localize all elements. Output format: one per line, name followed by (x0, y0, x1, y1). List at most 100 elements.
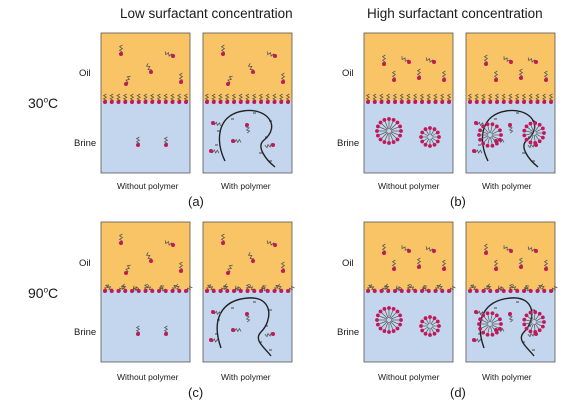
surfactant-molecule (103, 284, 109, 293)
surfactant-head (488, 100, 493, 104)
surfactant-head (406, 289, 411, 293)
surfactant-head (428, 333, 432, 337)
surfactant-head (391, 140, 396, 144)
surfactant-head (386, 100, 391, 104)
surfactant-head (498, 326, 502, 331)
surfactant-head (490, 143, 495, 148)
surfactant-molecule (280, 72, 286, 84)
surfactant-head (376, 133, 380, 138)
caption-without-polymer: Without polymer (378, 181, 440, 191)
brine-phase (101, 290, 190, 362)
surfactant-molecule (178, 261, 184, 273)
caption-with-polymer: With polymer (482, 181, 532, 191)
micelle (522, 121, 546, 145)
surfactant-molecule (135, 136, 141, 147)
panel-border (363, 221, 454, 363)
surfactant-head (524, 137, 529, 142)
panel-label-b: (b) (450, 194, 466, 209)
surfactant-molecule (170, 284, 178, 293)
surfactant-molecule (474, 121, 484, 127)
surfactant-head (522, 100, 526, 104)
surfactant-head (423, 331, 428, 336)
surfactant-molecule (145, 252, 153, 263)
surfactant-molecule (205, 284, 211, 293)
surfactant-molecule (486, 283, 493, 293)
surfactant-head (378, 326, 383, 331)
surfactant-head (522, 322, 527, 327)
panel-border (465, 221, 556, 363)
surfactant-head (420, 139, 425, 144)
surfactant-head (252, 289, 257, 293)
surfactant-head (221, 52, 225, 56)
surfactant-head (259, 100, 263, 104)
surfactant-head (391, 118, 396, 122)
surfactant-molecule (481, 285, 490, 293)
surfactant-head (485, 143, 490, 148)
surfactant-head (515, 289, 520, 293)
surfactant-molecule (183, 93, 189, 104)
brine-label: Brine (337, 138, 360, 149)
surfactant-head (535, 100, 540, 104)
surfactant-head (447, 289, 451, 293)
surfactant-molecule (163, 325, 169, 336)
surfactant-head (399, 318, 403, 322)
surfactant-head (528, 121, 533, 126)
surfactant-molecule (446, 93, 452, 104)
panel-border (465, 32, 556, 174)
surfactant-molecule (231, 93, 237, 104)
surfactant-molecule (231, 138, 242, 144)
surfactant-head (533, 141, 538, 145)
polymer-chain (472, 109, 539, 168)
surfactant-head (378, 120, 383, 125)
surfactant-molecule (420, 285, 428, 293)
surfactant-molecule (447, 285, 456, 293)
surfactant-molecule (149, 93, 155, 104)
surfactant-head (116, 289, 121, 293)
surfactant-molecule (481, 93, 486, 104)
surfactant-molecule (518, 68, 524, 80)
surfactant-head (273, 243, 277, 247)
surfactant-head (499, 133, 503, 137)
oil-phase (466, 222, 555, 290)
surfactant-molecule (220, 233, 226, 245)
surfactant-molecule (381, 54, 387, 66)
surfactant-head (417, 76, 421, 80)
micelle (375, 306, 403, 334)
surfactant-molecule (483, 243, 489, 255)
surfactant-head (481, 124, 486, 129)
surfactant-head (149, 259, 153, 263)
surfactant-head (417, 265, 421, 269)
surfactant-head (437, 324, 441, 328)
surfactant-molecule (391, 259, 397, 271)
surfactant-molecule (247, 63, 255, 74)
surfactant-head (157, 100, 161, 104)
surfactant-head (407, 249, 411, 253)
surfactant-molecule (518, 257, 524, 269)
surfactant-molecule (261, 286, 270, 293)
surfactant-head (494, 78, 498, 82)
surfactant-head (251, 70, 255, 74)
surfactant-head (494, 330, 499, 335)
surfactant-head (375, 129, 379, 133)
surfactant-head (495, 100, 499, 104)
surfactant-molecule (184, 285, 193, 293)
surfactant-molecule (488, 93, 493, 104)
surfactant-molecule (406, 283, 412, 293)
surfactant-molecule (143, 283, 149, 293)
oil-phase (101, 33, 190, 101)
brine-phase (203, 290, 292, 362)
surfactant-head (366, 289, 370, 293)
surfactant-head (170, 289, 175, 293)
panel-high-without-polymer (363, 221, 454, 363)
surfactant-head (226, 271, 230, 275)
surfactant-head (494, 267, 498, 271)
surfactant-head (474, 310, 478, 314)
panel-label-a: (a) (188, 194, 204, 209)
surfactant-head (376, 124, 380, 129)
surfactant-head (395, 326, 400, 331)
surfactant-head (232, 289, 236, 293)
surfactant-head (432, 249, 436, 253)
surfactant-molecule (494, 93, 500, 104)
surfactant-head (420, 319, 425, 324)
surfactant-head (211, 121, 215, 125)
